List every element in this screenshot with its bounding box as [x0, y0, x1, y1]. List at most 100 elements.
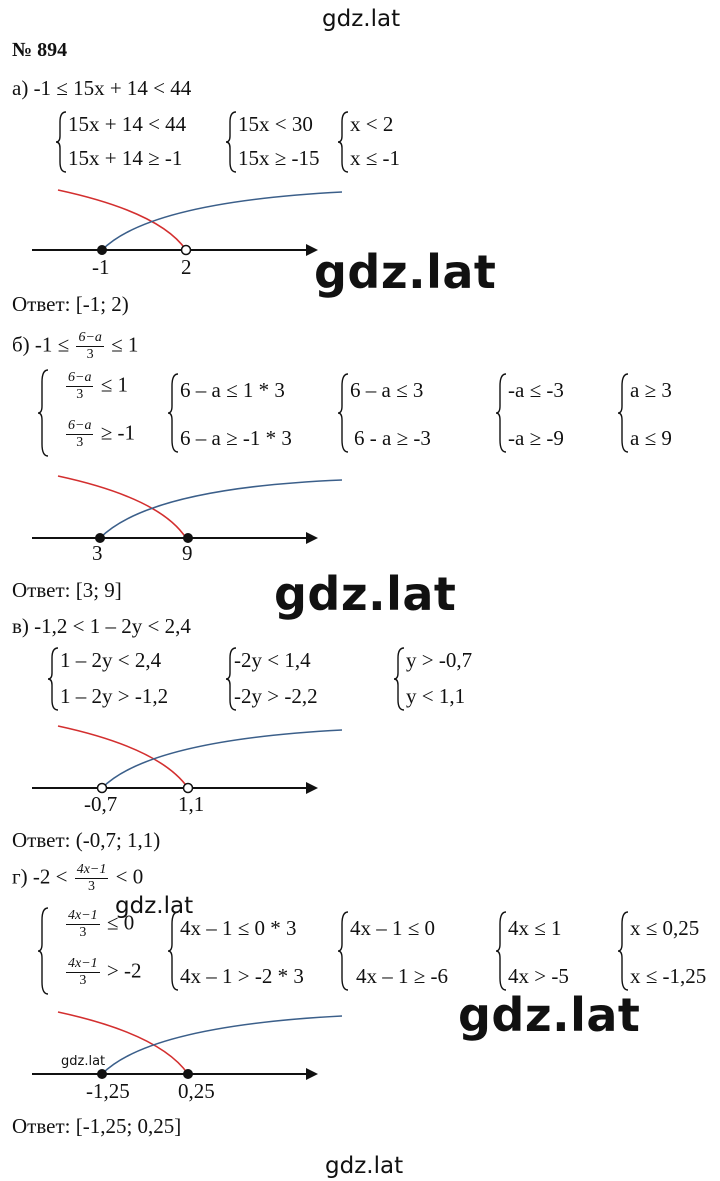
part-b-s4-row2: -a ≥ -9 [508, 426, 564, 450]
watermark-big-1: gdz.lat [314, 245, 497, 299]
fraction-numerator: 4x−1 [74, 862, 109, 880]
filled-point [183, 533, 193, 543]
part-a-tick-1: -1 [92, 255, 110, 279]
brace-icon [168, 911, 179, 991]
filled-point [97, 1069, 107, 1079]
part-b-s2-row2: 6 – a ≥ -1 * 3 [180, 426, 292, 450]
part-c-s2-row2: -2y > -2,2 [234, 684, 318, 708]
part-d-s3-row1: 4x – 1 ≤ 0 [350, 916, 436, 940]
part-d-task-suffix: < 0 [115, 864, 144, 889]
part-a-s2-row1: 15x < 30 [238, 112, 313, 136]
part-d-s4-row2: 4x > -5 [508, 964, 569, 988]
blue-curve [101, 191, 343, 251]
part-d-s5-row1: x ≤ 0,25 [630, 916, 700, 940]
part-d-s2-row1: 4x – 1 ≤ 0 * 3 [180, 916, 297, 940]
part-b-task-prefix: б) -1 ≤ [12, 332, 70, 357]
filled-point [183, 1069, 193, 1079]
part-d-tick-2: 0,25 [178, 1079, 215, 1103]
part-a-task: а) -1 ≤ 15x + 14 < 44 [12, 76, 192, 100]
arrow-icon [306, 782, 318, 794]
part-c-tick-1: -0,7 [84, 792, 118, 816]
fraction-numerator: 6−a [66, 370, 94, 388]
brace-icon [338, 373, 349, 453]
brace-icon [226, 111, 237, 173]
part-b-s5-row1: a ≥ 3 [630, 378, 672, 402]
part-d-s2-row2: 4x – 1 > -2 * 3 [180, 964, 304, 988]
part-a-s1-row1: 15x + 14 < 44 [68, 112, 187, 136]
fraction-denominator: 3 [86, 347, 94, 363]
part-c-number-line [32, 725, 343, 794]
filled-point [97, 245, 107, 255]
fraction-denominator: 3 [79, 973, 87, 989]
part-d-s1-row1-text: ≤ 0 [106, 910, 135, 935]
brace-icon [618, 911, 629, 991]
part-d-task-prefix: г) -2 < [12, 864, 68, 889]
part-b-s1-row1-text: ≤ 1 [100, 372, 128, 397]
blue-curve [99, 479, 343, 539]
part-c-s3-row2: y < 1,1 [406, 684, 466, 708]
open-point [180, 244, 192, 256]
part-c-s1-row1: 1 – 2y < 2,4 [60, 648, 162, 672]
part-c-task: в) -1,2 < 1 – 2y < 2,4 [12, 614, 191, 638]
fraction-denominator: 3 [76, 387, 84, 403]
fraction-denominator: 3 [88, 879, 96, 895]
fraction-numerator: 6−a [76, 330, 104, 348]
red-curve [57, 725, 189, 789]
arrow-icon [306, 244, 318, 256]
part-d-s4-row1: 4x ≤ 1 [508, 916, 562, 940]
part-b-s4-row1: -a ≤ -3 [508, 378, 564, 402]
watermark-big-2: gdz.lat [274, 567, 457, 621]
brace-icon [48, 647, 59, 711]
part-c-s2-row1: -2y < 1,4 [234, 648, 311, 672]
watermark-big-3: gdz.lat [458, 988, 641, 1042]
problem-number: № 894 [12, 39, 68, 61]
part-b-s3-row1: 6 – a ≤ 3 [350, 378, 424, 402]
brace-icon [168, 373, 179, 453]
watermark-bottom: gdz.lat [325, 1153, 404, 1179]
part-a-answer: Ответ: [-1; 2) [12, 292, 129, 316]
fraction-numerator: 4x−1 [66, 908, 100, 926]
part-b-tick-2: 9 [182, 541, 193, 565]
part-b-number-line [32, 475, 343, 544]
fraction-denominator: 3 [79, 925, 87, 941]
brace-icon [496, 373, 507, 453]
brace-icon [38, 369, 49, 457]
open-point [182, 782, 194, 794]
part-b-answer: Ответ: [3; 9] [12, 578, 122, 602]
brace-icon [226, 647, 237, 711]
part-d-number-line [32, 1011, 343, 1080]
part-d-s5-row2: x ≤ -1,25 [630, 964, 707, 988]
brace-icon [496, 911, 507, 991]
arrow-icon [306, 532, 318, 544]
red-curve [57, 1011, 189, 1075]
blue-curve [101, 729, 343, 789]
blue-curve [101, 1015, 343, 1075]
fraction-denominator: 3 [76, 435, 84, 451]
red-curve [57, 189, 187, 251]
part-b-s3-row2: 6 - a ≥ -3 [354, 426, 431, 450]
part-d-tick-1: -1,25 [86, 1079, 130, 1103]
part-c-tick-2: 1,1 [178, 792, 205, 816]
watermark-top: gdz.lat [322, 6, 401, 32]
part-a-tick-2: 2 [181, 255, 192, 279]
arrow-icon [306, 1068, 318, 1080]
part-c-s3-row1: y > -0,7 [406, 648, 473, 672]
part-b-s5-row2: a ≤ 9 [630, 426, 672, 450]
brace-icon [338, 911, 349, 991]
part-c-s1-row2: 1 – 2y > -1,2 [60, 684, 169, 708]
part-b-s1-row2-text: ≥ -1 [100, 420, 135, 445]
brace-icon [56, 111, 67, 173]
part-b-s2-row1: 6 – a ≤ 1 * 3 [180, 378, 285, 402]
part-d-s3-row2: 4x – 1 ≥ -6 [356, 964, 449, 988]
part-a-s1-row2: 15x + 14 ≥ -1 [68, 146, 183, 170]
part-d-s1-row2-text: > -2 [106, 958, 142, 983]
brace-icon [38, 907, 49, 995]
